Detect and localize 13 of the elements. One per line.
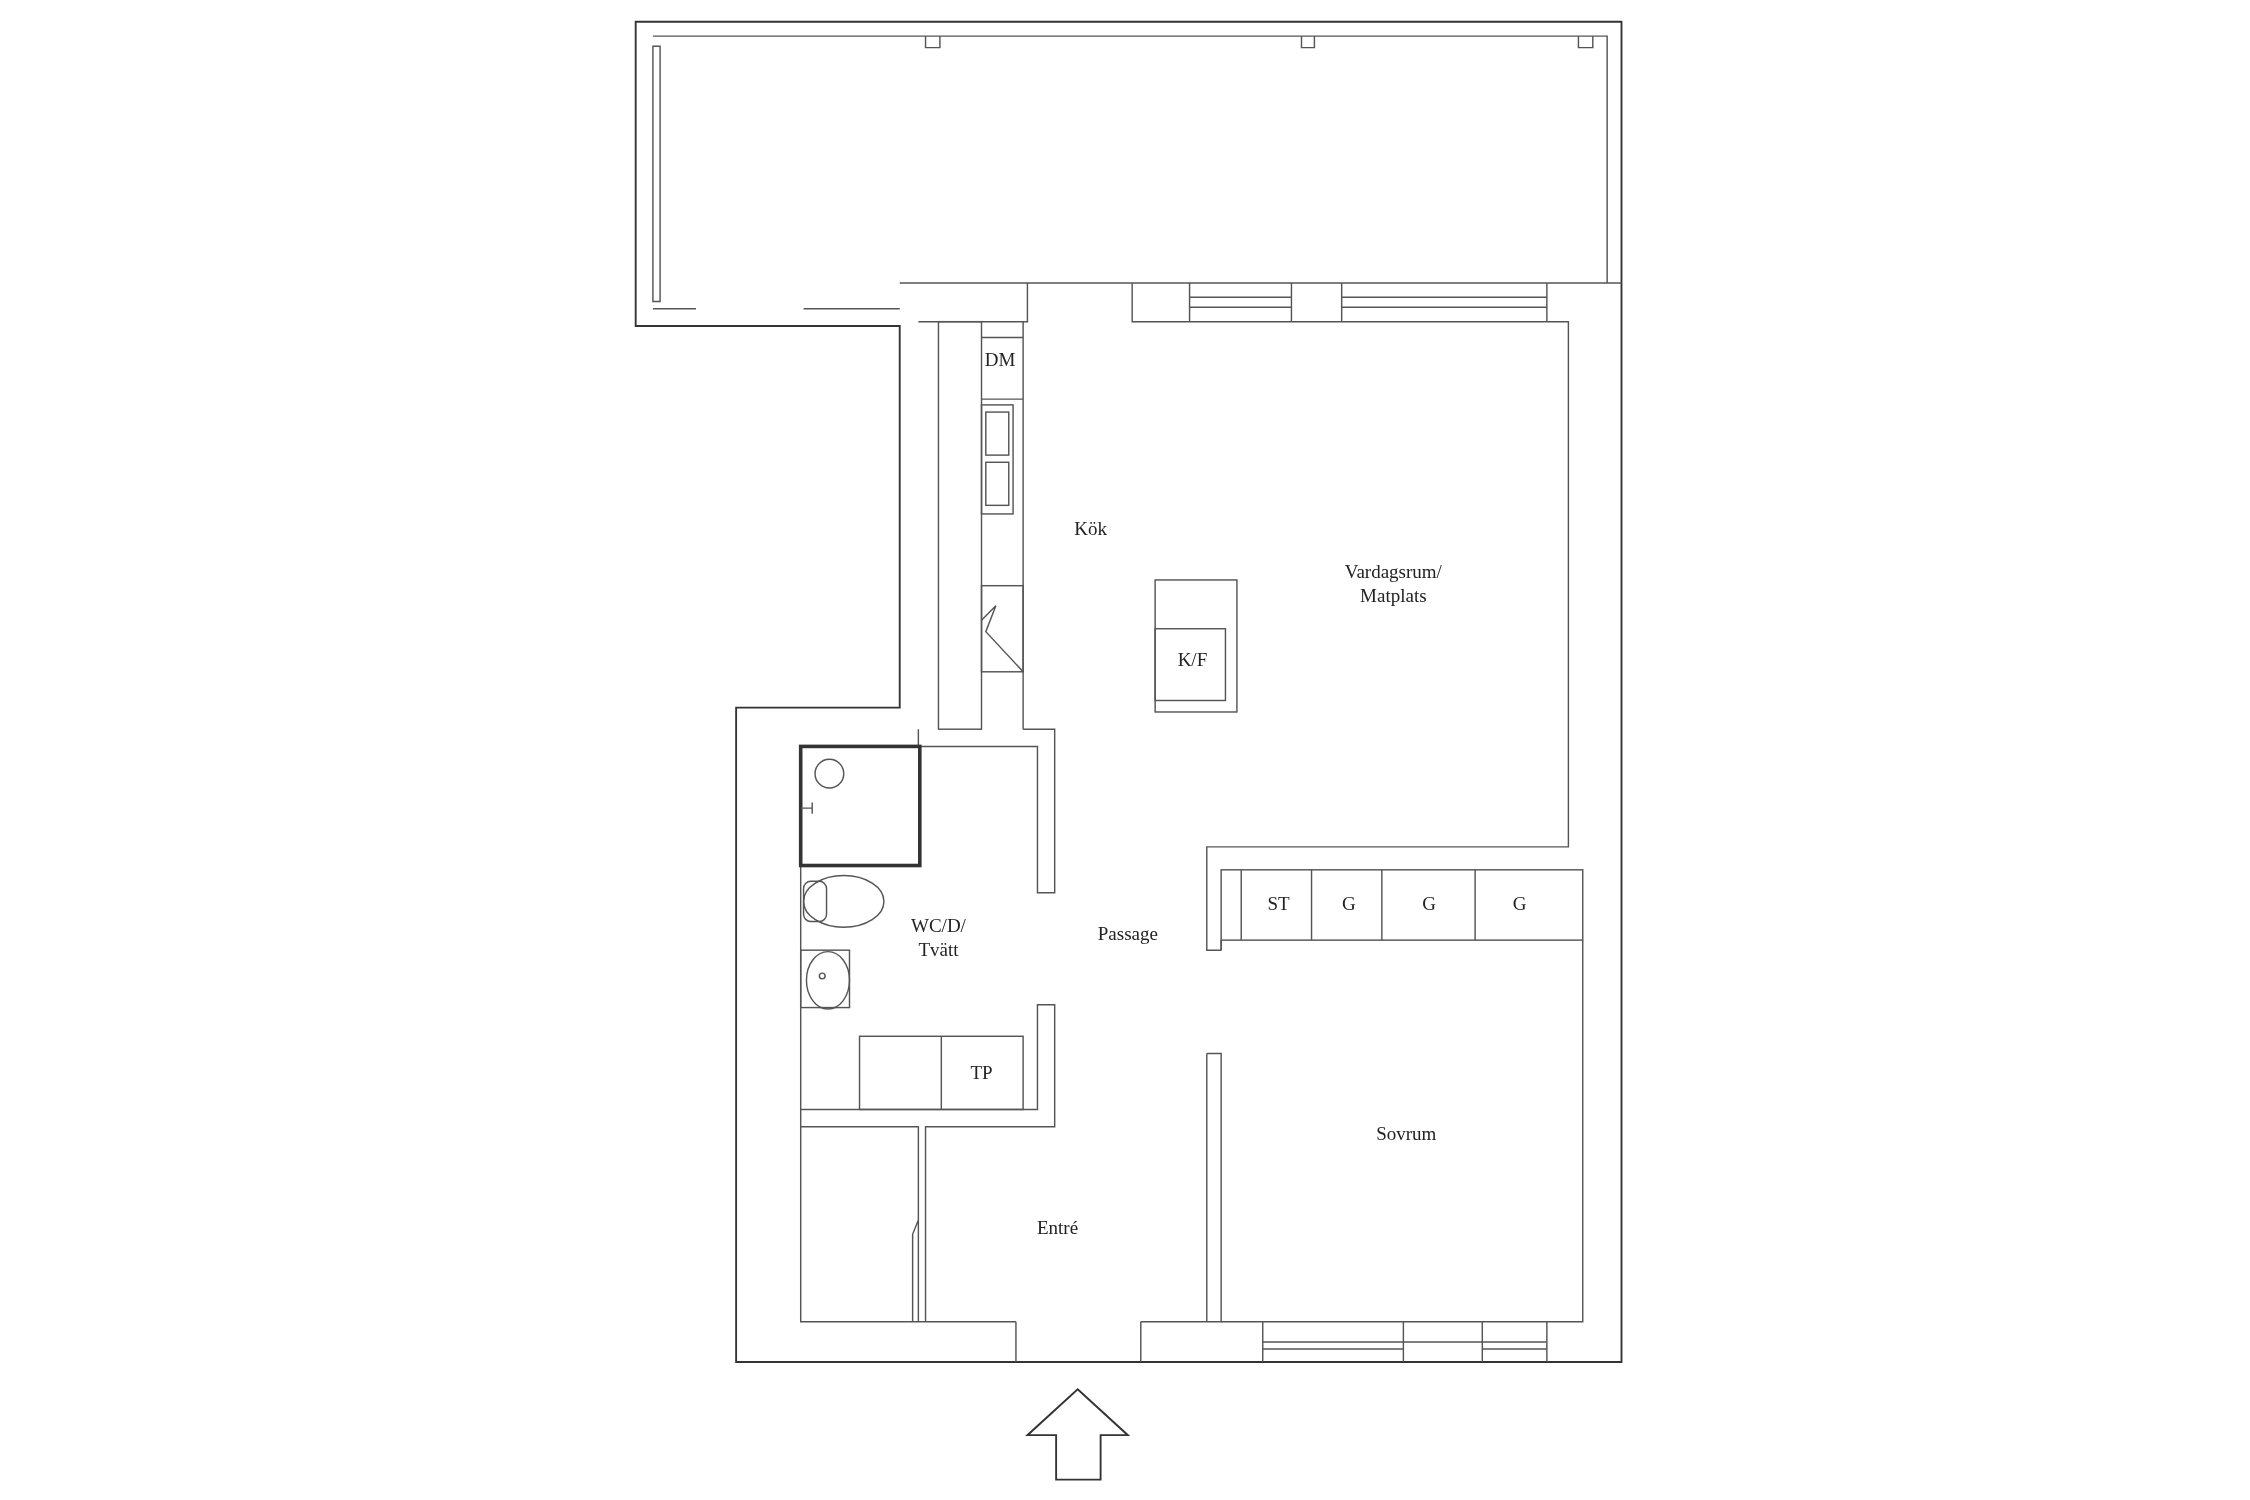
fixture-label: G bbox=[1422, 892, 1437, 916]
fixture-label: K/F bbox=[1177, 648, 1208, 672]
room-label: Sovrum bbox=[1376, 1121, 1437, 1146]
room-label: WC/D/ Tvätt bbox=[911, 914, 966, 963]
fixture-label: G bbox=[1342, 892, 1356, 916]
fixture-label: DM bbox=[984, 348, 1016, 373]
fixture-label: G bbox=[1512, 892, 1527, 916]
room-label: Passage bbox=[1097, 922, 1158, 946]
fixture-label: ST bbox=[1267, 892, 1290, 916]
room-label: Vardagsrum/ Matplats bbox=[1344, 560, 1442, 608]
room-label: Entré bbox=[1036, 1216, 1079, 1241]
fixture-label: TP bbox=[970, 1061, 993, 1086]
room-label: Kök bbox=[1074, 517, 1107, 542]
